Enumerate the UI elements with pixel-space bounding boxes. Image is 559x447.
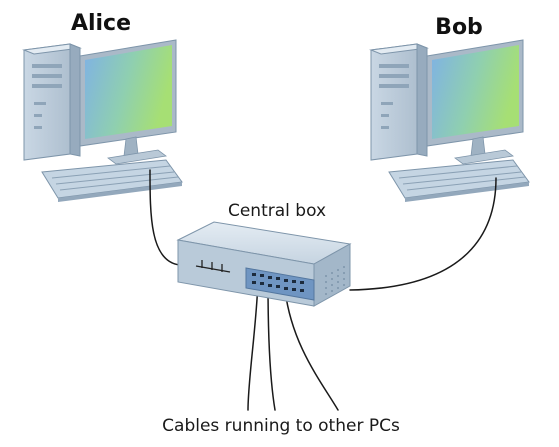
hub-icon <box>176 221 352 307</box>
central-box-label: Central box <box>228 201 326 221</box>
bob-label: Bob <box>435 15 483 40</box>
bob-cable <box>349 177 497 291</box>
cable-to-pc-2 <box>267 283 276 411</box>
bob-computer-icon <box>370 39 530 203</box>
cable-to-pc-1 <box>247 281 259 411</box>
cables-label: Cables running to other PCs <box>162 416 400 436</box>
alice-computer-icon <box>23 39 183 203</box>
cable-to-pc-3 <box>284 289 339 411</box>
alice-label: Alice <box>71 11 131 36</box>
